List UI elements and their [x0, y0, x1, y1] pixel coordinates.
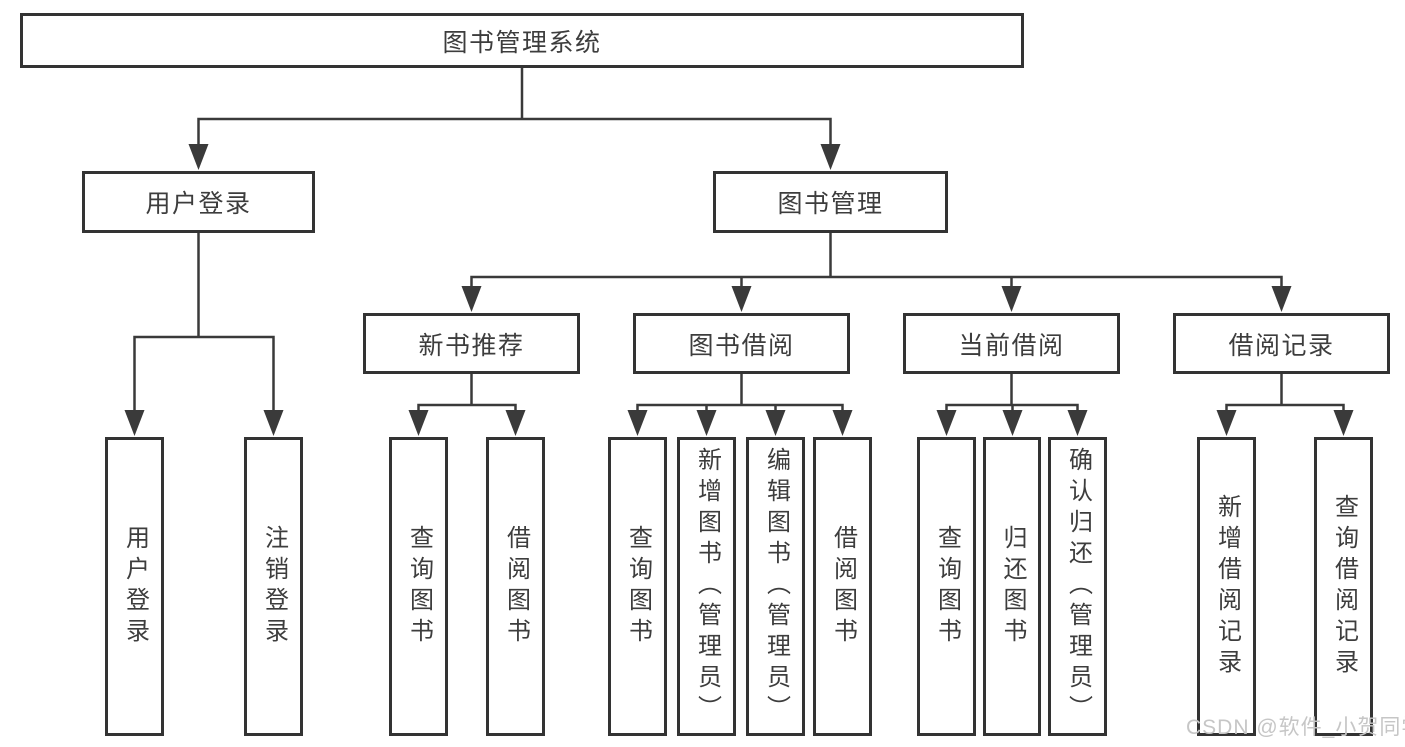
arrow-down-icon	[731, 286, 752, 312]
leaf-edit-book-admin-label: 编辑图书（管理员）	[762, 447, 790, 726]
arrow-down-icon	[505, 410, 526, 436]
leaf-return-book: 归还图书	[983, 437, 1041, 736]
leaf-add-borrow-record-label: 新增借阅记录	[1213, 493, 1241, 680]
leaf-current-query-books-label: 查询图书	[933, 524, 961, 649]
arrow-down-icon	[461, 286, 482, 312]
node-book-management: 图书管理	[713, 171, 948, 233]
leaf-query-borrow-record: 查询借阅记录	[1314, 437, 1373, 736]
arrow-down-icon	[1001, 286, 1022, 312]
leaf-borrow-query-books-label: 查询图书	[624, 524, 652, 649]
arrow-down-icon	[124, 410, 145, 436]
arrow-down-icon	[188, 144, 209, 170]
node-root: 图书管理系统	[20, 13, 1024, 68]
leaf-recommend-query-books-label: 查询图书	[405, 524, 433, 649]
node-current-borrow: 当前借阅	[903, 313, 1120, 374]
leaf-borrow-query-books: 查询图书	[608, 437, 667, 736]
connector-borrow-records	[1225, 372, 1345, 414]
node-root-label: 图书管理系统	[442, 28, 602, 57]
arrow-down-icon	[263, 410, 284, 436]
arrow-down-icon	[627, 410, 648, 436]
arrow-down-icon	[936, 410, 957, 436]
leaf-confirm-return-admin-label: 确认归还（管理员）	[1064, 447, 1092, 726]
node-current-borrow-label: 当前借阅	[958, 331, 1065, 360]
connector-current-borrow	[945, 372, 1079, 414]
csdn-watermark: CSDN @软件_小贺同学	[1186, 716, 1405, 739]
connector-book-borrow	[636, 372, 844, 414]
arrow-down-icon	[1333, 410, 1354, 436]
arrow-down-icon	[1216, 410, 1237, 436]
leaf-user-login: 用户登录	[105, 437, 164, 736]
leaf-edit-book-admin: 编辑图书（管理员）	[746, 437, 805, 736]
connector-user-login	[133, 231, 275, 414]
leaf-return-book-label: 归还图书	[999, 524, 1026, 649]
arrow-down-icon	[765, 410, 786, 436]
connector-new-book-recommend	[417, 372, 517, 414]
leaf-recommend-query-books: 查询图书	[389, 437, 448, 736]
node-user-login: 用户登录	[82, 171, 315, 233]
leaf-logout: 注销登录	[244, 437, 303, 736]
node-borrow-records: 借阅记录	[1173, 313, 1390, 374]
arrow-down-icon	[696, 410, 717, 436]
connector-root	[197, 66, 832, 148]
arrow-down-icon	[408, 410, 429, 436]
arrow-down-icon	[1002, 410, 1023, 436]
leaf-confirm-return-admin: 确认归还（管理员）	[1048, 437, 1107, 736]
leaf-add-book-admin: 新增图书（管理员）	[677, 437, 736, 736]
leaf-borrow-books-label: 借阅图书	[829, 524, 857, 649]
node-borrow-records-label: 借阅记录	[1228, 331, 1335, 360]
leaf-recommend-borrow-books: 借阅图书	[486, 437, 545, 736]
node-book-borrow: 图书借阅	[633, 313, 850, 374]
leaf-current-query-books: 查询图书	[917, 437, 976, 736]
connector-book-management	[470, 231, 1283, 290]
leaf-add-book-admin-label: 新增图书（管理员）	[693, 447, 721, 726]
arrow-down-icon	[1271, 286, 1292, 312]
leaf-user-login-label: 用户登录	[121, 524, 149, 649]
arrow-down-icon	[832, 410, 853, 436]
leaf-query-borrow-record-label: 查询借阅记录	[1330, 493, 1358, 680]
leaf-recommend-borrow-books-label: 借阅图书	[502, 524, 530, 649]
node-new-book-recommend-label: 新书推荐	[418, 331, 525, 360]
node-new-book-recommend: 新书推荐	[363, 313, 580, 374]
node-book-borrow-label: 图书借阅	[688, 331, 795, 360]
leaf-borrow-books: 借阅图书	[813, 437, 872, 736]
node-book-management-label: 图书管理	[777, 190, 884, 218]
arrow-down-icon	[820, 144, 841, 170]
leaf-add-borrow-record: 新增借阅记录	[1197, 437, 1256, 736]
leaf-logout-label: 注销登录	[260, 524, 288, 649]
arrow-down-icon	[1067, 410, 1088, 436]
node-user-login-label: 用户登录	[145, 190, 252, 218]
